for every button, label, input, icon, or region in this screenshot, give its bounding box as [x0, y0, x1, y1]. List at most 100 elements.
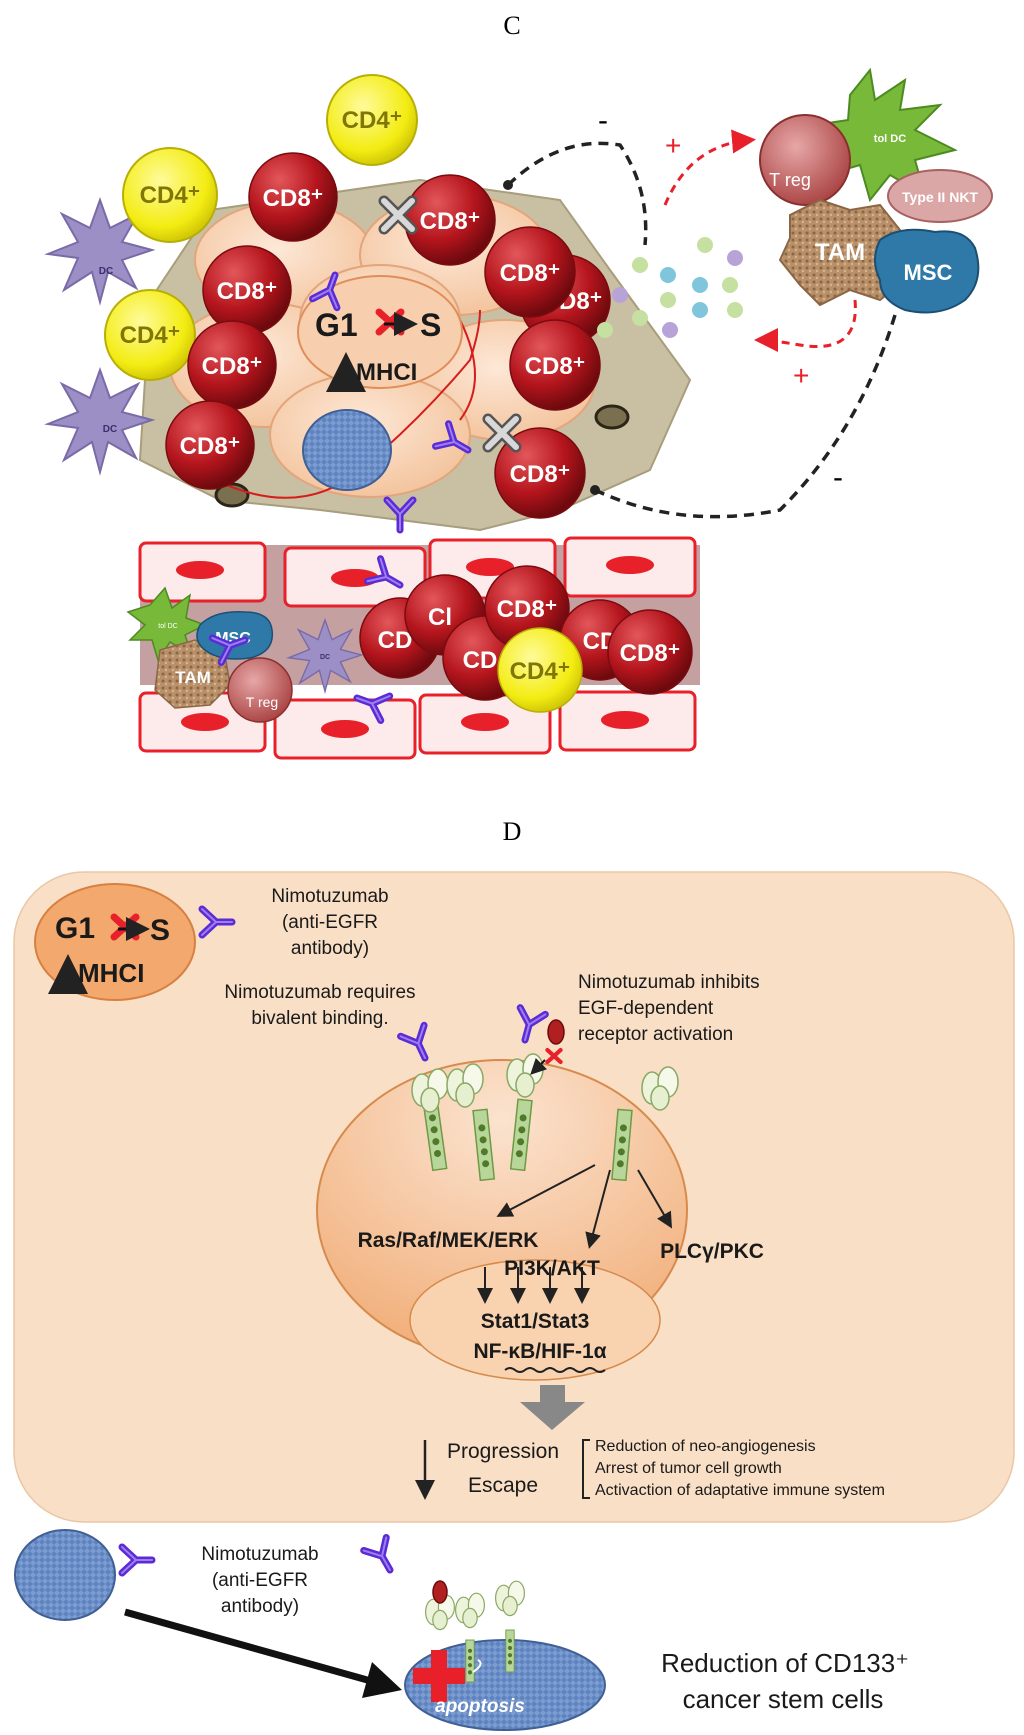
stroma-nucleus [594, 404, 630, 430]
plus-sign: + [793, 360, 809, 391]
svg-text:DC: DC [320, 654, 330, 661]
tf-nfkb: NF-κB/HIF-1α [473, 1340, 606, 1363]
pathway-plc: PLCγ/PKC [660, 1240, 764, 1263]
antibody-desc-2: antibody) [221, 1596, 299, 1617]
inhibition-line [594, 314, 897, 519]
inhibition-line [506, 141, 648, 246]
stem-reduction-2: cancer stem cells [683, 1684, 884, 1714]
svg-text:tol DC: tol DC [874, 133, 906, 145]
svg-text:CD8⁺: CD8⁺ [510, 461, 571, 488]
svg-text:MSC: MSC [904, 260, 953, 285]
svg-text:T reg: T reg [246, 694, 278, 710]
antibody-name-label: Nimotuzumab [271, 886, 388, 907]
cd4-cell: CD4⁺ [326, 74, 418, 166]
svg-text:CD8⁺: CD8⁺ [180, 433, 241, 460]
svg-text:CD8⁺: CD8⁺ [217, 278, 278, 305]
apoptosis-label: apoptosis [435, 1696, 525, 1717]
svg-text:S: S [420, 307, 441, 343]
svg-text:CD: CD [463, 647, 498, 674]
antibody [122, 1547, 152, 1573]
svg-text:Cl: Cl [428, 604, 452, 631]
svg-text:CD4⁺: CD4⁺ [510, 658, 571, 685]
svg-text:CD4⁺: CD4⁺ [342, 107, 403, 134]
vessel-cd4-cell: CD4⁺ [497, 627, 583, 713]
cancer-stem-cell [302, 409, 392, 491]
dendritic-cell: DC [47, 369, 153, 473]
cd8-cell: CD8⁺ [404, 174, 496, 266]
svg-text:MHCI: MHCI [356, 359, 417, 386]
panel-c: C DC DC G1 [47, 11, 993, 760]
tf-stat: Stat1/Stat3 [481, 1310, 590, 1333]
bracket [582, 1439, 590, 1499]
cd8-cell: CD8⁺ [484, 226, 576, 318]
svg-text:CD4⁺: CD4⁺ [140, 182, 201, 209]
svg-text:CD4⁺: CD4⁺ [120, 322, 181, 349]
dendritic-cell: DC [47, 199, 153, 303]
treg-cell: T reg [759, 114, 851, 206]
antibody [364, 1538, 402, 1577]
transition-arrow [124, 1608, 386, 1689]
svg-text:G1: G1 [315, 307, 358, 343]
effect-3: Activaction of adaptative immune system [595, 1482, 885, 1499]
minus-sign: - [598, 104, 608, 137]
antibody-name-label: Nimotuzumab [201, 1544, 318, 1565]
svg-text:CD8⁺: CD8⁺ [202, 353, 263, 380]
cd8-cell: CD8⁺ [202, 245, 292, 335]
svg-text:DC: DC [103, 424, 117, 435]
type-ii-nkt-cell: Type II NKT [887, 169, 993, 223]
svg-text:CD8⁺: CD8⁺ [525, 353, 586, 380]
minus-sign: - [833, 461, 843, 494]
apoptotic-stem-cell [404, 1639, 606, 1731]
vessel-dc: DC [287, 619, 363, 693]
svg-text:CD8⁺: CD8⁺ [500, 260, 561, 287]
vessel-cd8-cell: CD8⁺ [607, 609, 693, 695]
cd8-cell: CD8⁺ [248, 152, 338, 242]
progression-label: Progression [447, 1440, 559, 1463]
svg-text:G1: G1 [55, 912, 95, 945]
cd4-cell: CD4⁺ [104, 289, 196, 381]
svg-text:CD8⁺: CD8⁺ [497, 596, 558, 623]
svg-text:CD8⁺: CD8⁺ [620, 640, 681, 667]
apoptosis-arrow [472, 1659, 482, 1673]
inhibits-note-2: EGF-dependent [578, 998, 714, 1019]
cd8-cell: CD8⁺ [187, 320, 277, 410]
panel-d-title: D [503, 817, 522, 846]
svg-text:DC: DC [99, 266, 113, 277]
escape-label: Escape [468, 1474, 538, 1497]
egf-ligand [547, 1019, 565, 1045]
cell-nucleus [409, 1259, 661, 1381]
vessel-tam: TAM [154, 639, 231, 709]
vessel-msc: MSC [196, 611, 274, 660]
antibody-desc-2: antibody) [291, 938, 369, 959]
stem-reduction-1: Reduction of CD133⁺ [661, 1648, 909, 1678]
plus-sign: + [665, 130, 681, 161]
apoptosis-receptors [425, 1580, 526, 1683]
dna-strand [504, 1367, 606, 1373]
pathway-pi3k: PI3K/AKT [504, 1257, 600, 1280]
arrested-cell-icon: G1 S MHCI [34, 883, 196, 1001]
svg-text:TAM: TAM [815, 239, 865, 266]
inhibits-note-1: Nimotuzumab inhibits [578, 972, 760, 993]
apoptosis-cross [413, 1650, 465, 1702]
cancer-stem-cell [14, 1529, 116, 1621]
svg-text:CD: CD [378, 627, 413, 654]
svg-text:T reg: T reg [769, 170, 811, 190]
svg-text:MHCI: MHCI [78, 958, 144, 988]
svg-text:CD8⁺: CD8⁺ [420, 208, 481, 235]
vessel-treg: T reg [227, 657, 293, 723]
effect-2: Arrest of tumor cell growth [595, 1460, 782, 1477]
msc-cell: MSC [874, 228, 980, 314]
cd4-cell: CD4⁺ [122, 147, 218, 243]
transition-arrow-head [362, 1662, 402, 1698]
signaling-arrows [477, 1164, 673, 1304]
effect-1: Reduction of neo-angiogenesis [595, 1438, 816, 1455]
panel-c-title: C [503, 11, 520, 40]
cd8-cell: CD8⁺ [165, 400, 255, 490]
cd8-cell: CD8⁺ [509, 319, 601, 411]
svg-text:S: S [150, 914, 170, 947]
output-arrow [520, 1385, 585, 1430]
bivalent-note-1: Nimotuzumab requires [224, 982, 415, 1003]
svg-text:Type II NKT: Type II NKT [902, 189, 978, 205]
antibody-desc-1: (anti-EGFR [282, 912, 378, 933]
